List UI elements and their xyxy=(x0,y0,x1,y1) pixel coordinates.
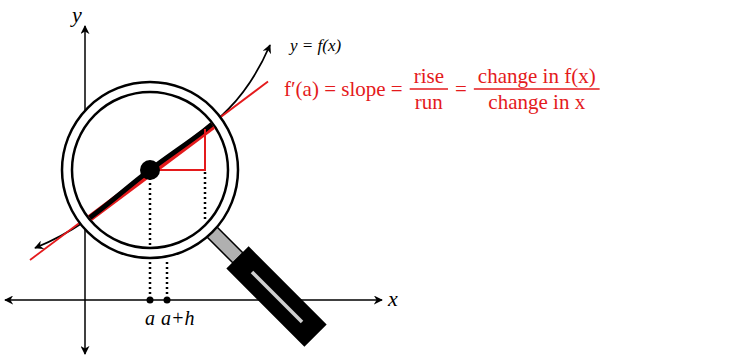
formula-text: = xyxy=(455,77,467,101)
axis-label: y xyxy=(72,2,82,27)
magnifier-lens xyxy=(72,92,228,248)
tangent-point xyxy=(140,160,160,180)
fraction-bar xyxy=(474,88,600,90)
dotted-drop xyxy=(149,178,152,246)
fraction-bar xyxy=(410,88,448,90)
slope-triangle xyxy=(150,129,205,170)
fraction-denominator: run xyxy=(415,90,443,114)
fraction-numerator: rise xyxy=(414,64,444,88)
dotted-drop xyxy=(166,262,169,296)
magnifier-handle xyxy=(227,247,325,345)
point-label: a xyxy=(145,307,155,330)
fraction-denominator: change in x xyxy=(488,90,585,114)
point-label: a+h xyxy=(161,307,195,330)
axis-point xyxy=(147,297,154,304)
tangent-line xyxy=(30,82,268,261)
magnified-tangent xyxy=(30,85,268,264)
dotted-drop xyxy=(204,172,207,222)
axis-point xyxy=(164,297,171,304)
curve-label: y = f(x) xyxy=(290,36,341,56)
dotted-drop xyxy=(149,262,152,296)
magnified-curve xyxy=(35,45,270,248)
formula-text: f′(a) = slope = xyxy=(284,77,403,101)
fraction-numerator: change in f(x) xyxy=(478,64,596,88)
magnifier-rim xyxy=(62,82,238,258)
handle-highlight xyxy=(252,272,302,322)
x-axis xyxy=(5,299,382,301)
axis-label: x xyxy=(388,286,398,311)
